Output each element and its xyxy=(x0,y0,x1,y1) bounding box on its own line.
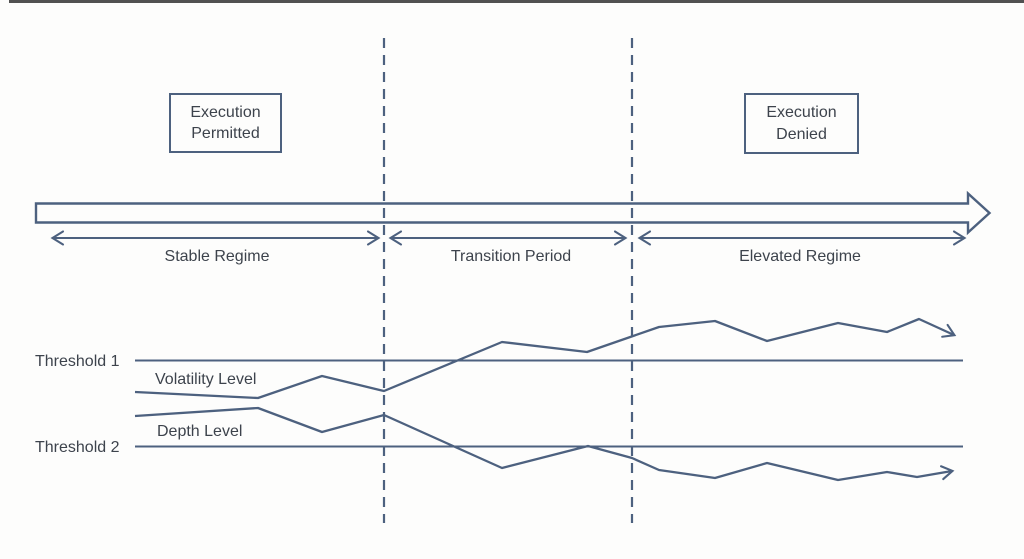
stable-regime-label: Stable Regime xyxy=(164,248,270,265)
timeline-arrow xyxy=(34,190,992,236)
screenshot-top-edge-artifact xyxy=(9,0,1024,3)
elevated-regime-label: Elevated Regime xyxy=(739,248,861,265)
execution-denied-box: Execution Denied xyxy=(744,93,859,154)
volatility-level-label: Volatility Level xyxy=(155,371,257,388)
depth-level-line xyxy=(134,406,955,482)
threshold-1-label: Threshold 1 xyxy=(35,353,120,370)
execution-permitted-box: Execution Permitted xyxy=(169,93,282,153)
threshold-2-label: Threshold 2 xyxy=(35,439,120,456)
volatility-level-line xyxy=(134,317,957,400)
transition-period-label: Transition Period xyxy=(450,248,572,265)
depth-level-label: Depth Level xyxy=(157,423,243,440)
